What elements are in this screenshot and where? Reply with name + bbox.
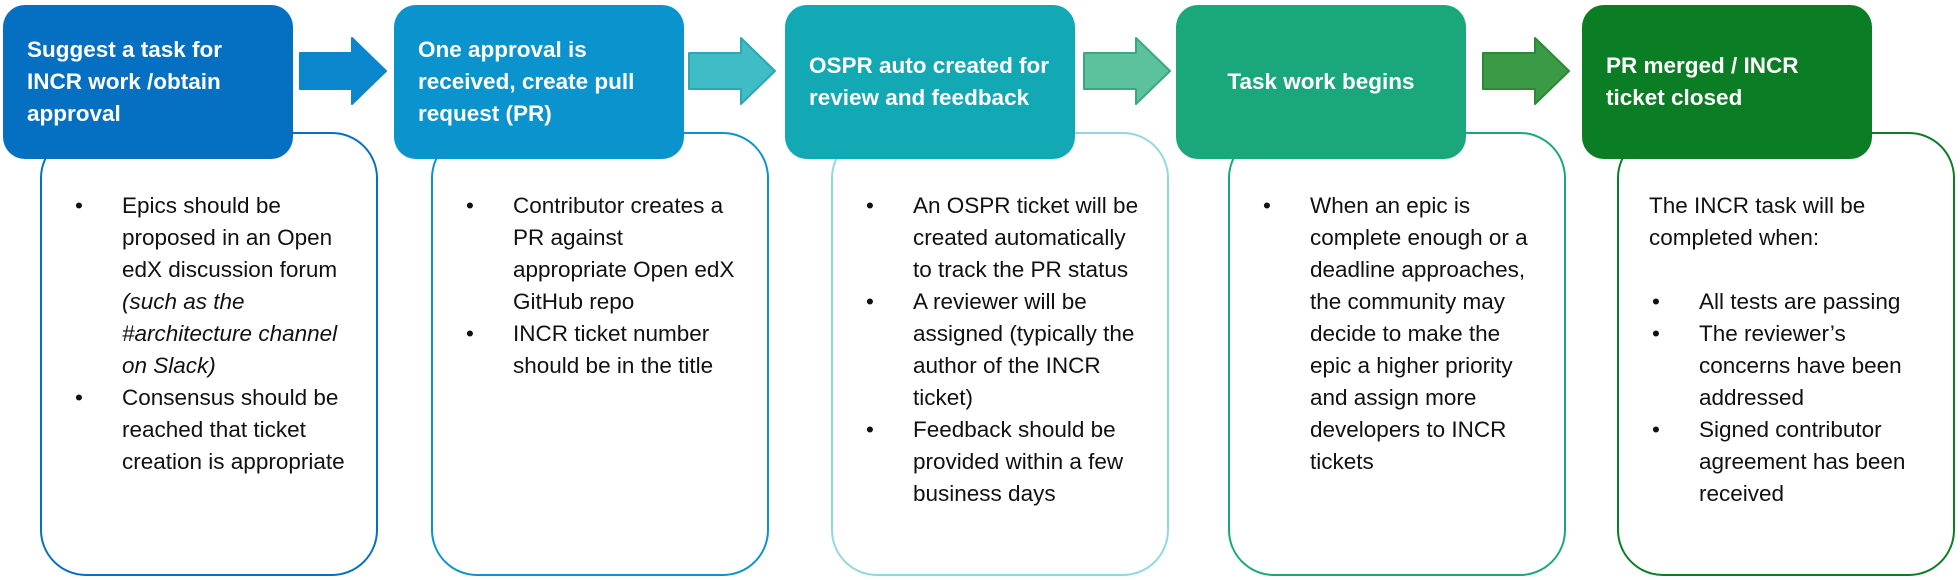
bullet-item: Epics should be proposed in an Open edX … <box>70 190 350 382</box>
bullet-list: Epics should be proposed in an Open edX … <box>70 190 350 478</box>
bullet-item: When an epic is complete enough or a dea… <box>1258 190 1538 478</box>
bullet-item: The reviewer’s concerns have been addres… <box>1647 318 1927 414</box>
step-task-work: When an epic is complete enough or a dea… <box>1176 0 1566 580</box>
step-pr-merged: The INCR task will be completed when: Al… <box>1582 0 1955 580</box>
step-details-panel: Contributor creates a PR against appropr… <box>431 132 769 576</box>
flow-arrow <box>1083 37 1171 105</box>
step-header: Task work begins <box>1176 5 1466 159</box>
bullet-item: Feedback should be provided within a few… <box>861 414 1141 510</box>
bullet-text: Epics should be proposed in an Open edX … <box>122 193 338 282</box>
step-header: OSPR auto created for review and feedbac… <box>785 5 1075 159</box>
bullet-item: An OSPR ticket will be created automatic… <box>861 190 1141 286</box>
bullet-item: Consensus should be reached that ticket … <box>70 382 350 478</box>
bullet-item: Signed contributor agreement has been re… <box>1647 414 1927 510</box>
flow-arrow <box>1482 37 1570 105</box>
step-ospr-created: An OSPR ticket will be created automatic… <box>785 0 1169 580</box>
step-details-panel: The INCR task will be completed when: Al… <box>1617 132 1955 576</box>
step-approval-received: Contributor creates a PR against appropr… <box>394 0 769 580</box>
step-header: PR merged / INCR ticket closed <box>1582 5 1872 159</box>
flow-arrow <box>688 37 776 105</box>
bullet-item: All tests are passing <box>1647 286 1927 318</box>
bullet-list: All tests are passing The reviewer’s con… <box>1647 286 1927 510</box>
bullet-item: Contributor creates a PR against appropr… <box>461 190 741 318</box>
completion-intro: The INCR task will be completed when: <box>1649 193 1866 250</box>
step-header: Suggest a task for INCR work /obtain app… <box>3 5 293 159</box>
step-details-panel: An OSPR ticket will be created automatic… <box>831 132 1169 576</box>
bullet-italic-text: (such as the #architecture channel on Sl… <box>122 289 338 378</box>
step-details-panel: Epics should be proposed in an Open edX … <box>40 132 378 576</box>
bullet-list: When an epic is complete enough or a dea… <box>1258 190 1538 478</box>
bullet-item: INCR ticket number should be in the titl… <box>461 318 741 382</box>
step-header: One approval is received, create pull re… <box>394 5 684 159</box>
step-details-panel: When an epic is complete enough or a dea… <box>1228 132 1566 576</box>
bullet-list: Contributor creates a PR against appropr… <box>461 190 741 382</box>
bullet-item: A reviewer will be assigned (typically t… <box>861 286 1141 414</box>
bullet-list: An OSPR ticket will be created automatic… <box>861 190 1141 510</box>
step-suggest-task: Epics should be proposed in an Open edX … <box>3 0 378 580</box>
flow-arrow <box>299 37 387 105</box>
